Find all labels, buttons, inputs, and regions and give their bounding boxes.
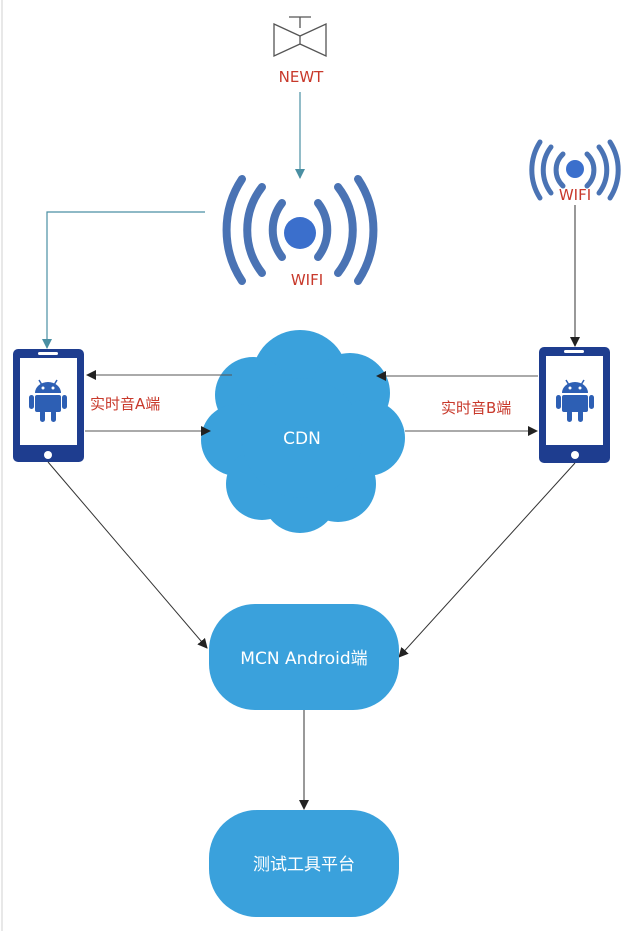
phone-b-label: 实时音B端 <box>441 399 511 417</box>
wifi-main-label: WIFI <box>291 271 323 289</box>
connector-wifi-phone-a <box>42 211 205 349</box>
connector-phone-b-to-mcn <box>398 462 576 658</box>
android-icon-b <box>556 379 594 422</box>
wifi-main-dot-icon <box>284 217 316 249</box>
newt-label: NEWT <box>279 68 325 86</box>
connector-phone-a-to-mcn <box>47 461 208 649</box>
mcn-label: MCN Android端 <box>240 649 367 669</box>
cdn-cloud <box>201 330 405 533</box>
wifi-right-dot-icon <box>566 160 584 178</box>
tool-label: 测试工具平台 <box>253 855 355 875</box>
cdn-label: CDN <box>283 429 321 449</box>
wifi-right-label: WIFI <box>559 186 591 204</box>
phone-b <box>539 347 610 463</box>
newt-antenna-icon <box>273 16 327 58</box>
phone-a <box>13 349 84 462</box>
phone-a-label: 实时音A端 <box>90 395 160 413</box>
android-icon-a <box>29 379 67 422</box>
test-tool-platform-node <box>209 810 399 917</box>
wifi-main-icon <box>222 175 378 285</box>
wifi-right-icon <box>529 139 621 201</box>
mcn-android-node <box>209 604 399 710</box>
